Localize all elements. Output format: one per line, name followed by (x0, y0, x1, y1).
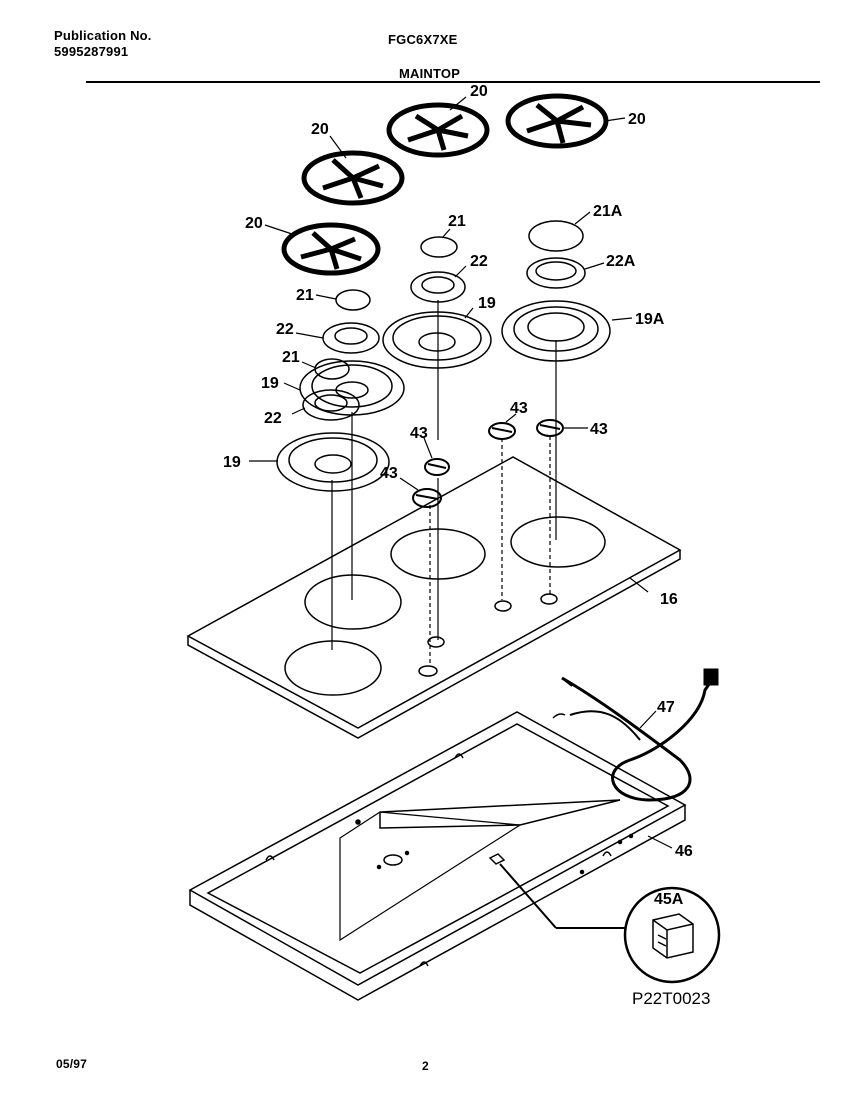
callout-switch: 45A (654, 891, 684, 908)
callout-grate-b: 20 (470, 83, 488, 100)
callout-knob-3: 43 (510, 400, 528, 417)
callout-cap-rb: 21 (448, 213, 466, 230)
grate-back-right (505, 93, 609, 149)
callout-knob-1: 43 (410, 425, 428, 442)
publication-label: Publication No. (54, 28, 152, 43)
publication-number: 5995287991 (54, 44, 129, 59)
valve-knobs (412, 419, 564, 508)
callout-labels: 20 20 20 20 21 21 21 21A 22 22 22 22A 19… (223, 83, 710, 1008)
callout-maintop: 16 (660, 591, 678, 608)
callout-bowl-large: 19A (635, 311, 665, 328)
callout-head-rb: 22 (470, 253, 488, 270)
callout-head-large: 22A (606, 253, 636, 270)
power-cord (561, 668, 719, 802)
callout-cap-lb: 21 (296, 287, 314, 304)
callout-cap-large: 21A (593, 203, 623, 220)
burner-box-pan (188, 711, 687, 1001)
callout-bowl-lb: 19 (261, 375, 279, 392)
cap-center (314, 220, 584, 380)
footer-date: 05/97 (56, 1057, 88, 1071)
page-number: 2 (422, 1059, 429, 1073)
assembly-lines (331, 300, 557, 665)
maintop-panel (186, 456, 682, 739)
callout-cord: 47 (657, 699, 675, 716)
callout-head-lf: 22 (264, 410, 282, 427)
callout-grate-c: 20 (628, 111, 646, 128)
model-number: FGC6X7XE (388, 32, 458, 47)
section-title: MAINTOP (399, 66, 461, 81)
callout-bowl-lf: 19 (223, 454, 241, 471)
grate-back-left (301, 150, 405, 206)
callout-bowl-rb: 19 (478, 295, 496, 312)
grate-front-left (281, 222, 381, 276)
callout-pan: 46 (675, 843, 693, 860)
callout-knob-2: 43 (380, 465, 398, 482)
callout-grate-d: 20 (245, 215, 263, 232)
grate-back-center (386, 102, 490, 158)
leader-lines (249, 96, 673, 849)
callout-cap-lf: 21 (282, 349, 300, 366)
switch-detail (499, 863, 721, 984)
figure-code: P22T0023 (632, 989, 710, 1008)
callout-grate-a: 20 (311, 121, 329, 138)
callout-knob-4: 43 (590, 421, 608, 438)
callout-head-lb: 22 (276, 321, 294, 338)
